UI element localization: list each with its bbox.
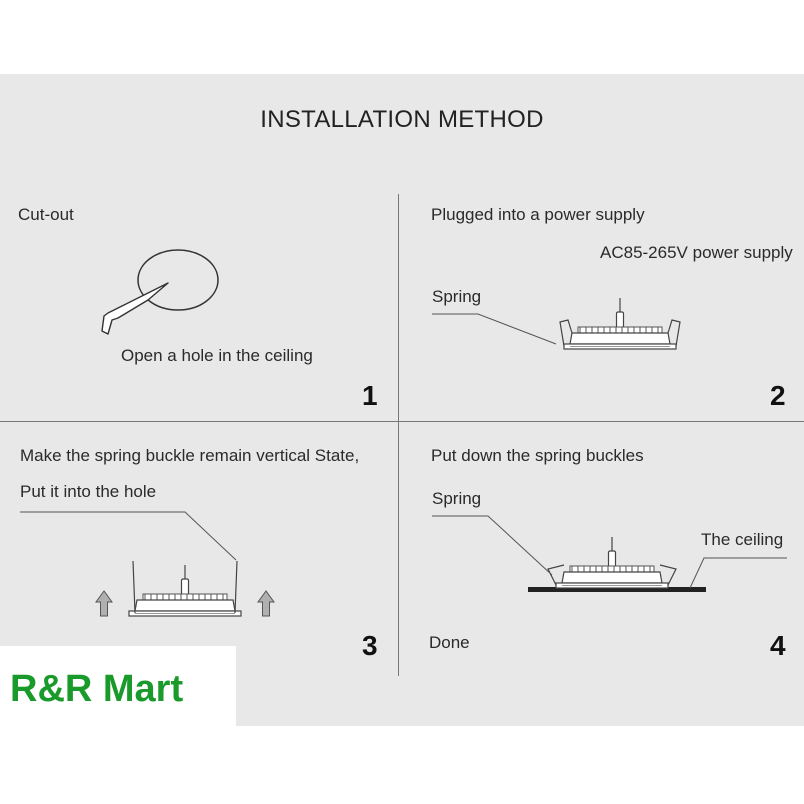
knife-icon (101, 282, 169, 335)
vertical-divider (398, 194, 399, 676)
step3-number: 3 (362, 630, 378, 661)
step4-heading: Put down the spring buckles (431, 446, 644, 465)
step1-heading: Cut-out (18, 205, 74, 224)
page-title: INSTALLATION METHOD (260, 106, 544, 133)
downlight-icon (559, 297, 681, 350)
step3-heading-line1: Make the spring buckle remain vertical S… (20, 446, 360, 465)
step4-spring-label: Spring (432, 489, 482, 508)
up-arrow-icon (95, 590, 113, 617)
step2-power-label: AC85-265V power supply (600, 243, 793, 262)
instruction-panel (0, 74, 804, 726)
step2-spring-leader (432, 313, 557, 345)
step4-spring-leader (432, 515, 553, 576)
step3-leader (20, 511, 237, 561)
horizontal-divider (0, 421, 804, 422)
step4-done-label: Done (429, 633, 470, 652)
hole-ellipse (137, 249, 219, 311)
brand-backdrop (0, 646, 236, 726)
step3-heading-line2: Put it into the hole (20, 482, 157, 501)
step2-spring-label: Spring (432, 287, 482, 306)
step2-heading: Plugged into a power supply (431, 205, 645, 224)
step4-number: 4 (770, 630, 786, 661)
step1-number: 1 (362, 380, 378, 411)
step1-caption: Open a hole in the ceiling (121, 346, 313, 365)
step2-number: 2 (770, 380, 786, 411)
up-arrow-icon (257, 590, 275, 617)
step4-ceiling-leader (689, 557, 787, 589)
step4-ceiling-label: The ceiling (701, 530, 784, 549)
ceiling-bar (528, 587, 706, 592)
downlight-icon (547, 536, 677, 589)
downlight-icon (128, 560, 242, 617)
brand-logo: R&R Mart (10, 668, 184, 710)
